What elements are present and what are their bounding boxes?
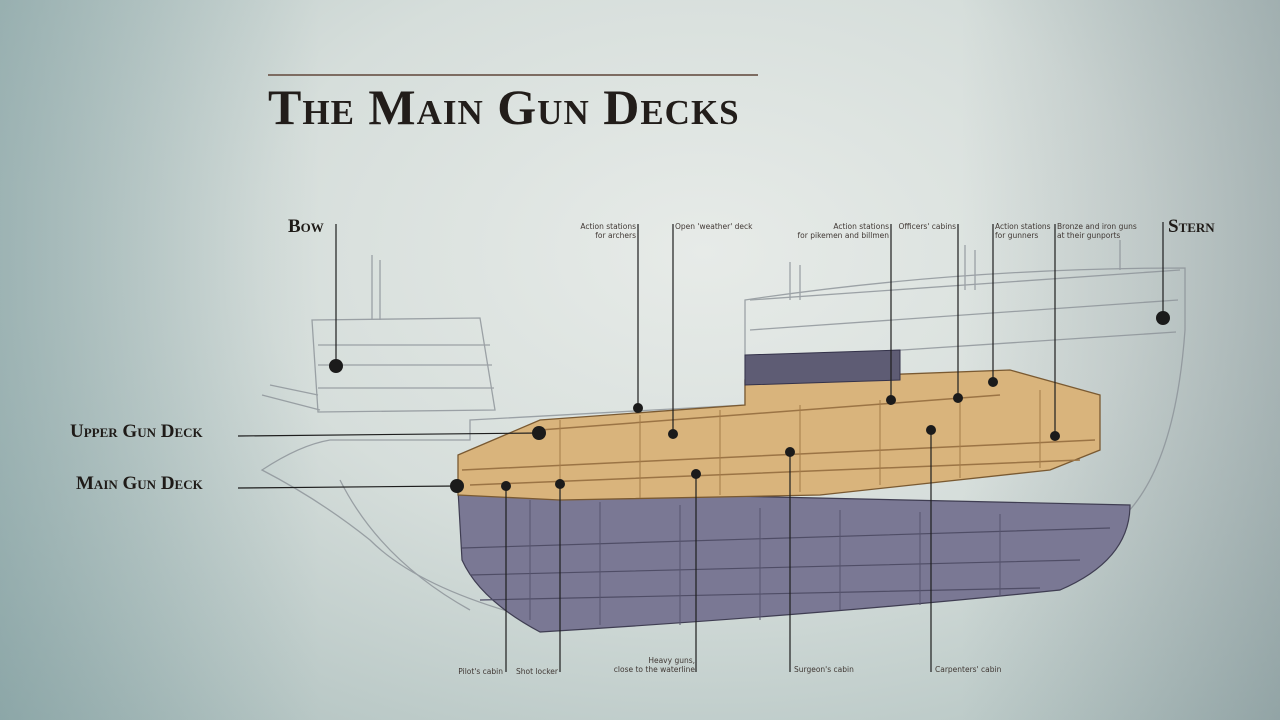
heavy-guns-callout: Heavy guns, close to the waterline: [613, 656, 695, 674]
leader-lines: [237, 222, 1164, 672]
pikemen-marker: [886, 395, 896, 405]
carpenters-callout: Carpenters' cabin: [935, 665, 1002, 674]
weather-deck-marker: [668, 429, 678, 439]
guns-callout: Bronze and iron guns at their gunports: [1057, 222, 1137, 240]
main-gun-deck-marker: [450, 479, 464, 493]
surgeon-marker: [785, 447, 795, 457]
gunners-marker: [988, 377, 998, 387]
bow-marker: [329, 359, 343, 373]
gunners-callout: Action stations for gunners: [995, 222, 1051, 240]
surgeon-callout: Surgeon's cabin: [794, 665, 854, 674]
archers-callout: Action stations for archers: [580, 222, 636, 240]
deck-section: [457, 349, 1101, 501]
carpenters-marker: [926, 425, 936, 435]
main-gun-deck-label: Main Gun Deck: [76, 473, 203, 494]
weather-deck-callout: Open 'weather' deck: [675, 222, 753, 231]
stern-marker: [1156, 311, 1170, 325]
marker-dots: [329, 311, 1170, 493]
pilot-callout: Pilot's cabin: [458, 667, 503, 676]
title-rule: [268, 74, 758, 76]
archers-marker: [633, 403, 643, 413]
shot-callout: Shot locker: [516, 667, 558, 676]
hold-section: [457, 489, 1131, 633]
heavy-guns-marker: [691, 469, 701, 479]
bow-label: Bow: [288, 216, 324, 237]
stern-label: Stern: [1168, 216, 1215, 237]
page-title: The Main Gun Decks: [268, 79, 740, 135]
pikemen-callout: Action stations for pikemen and billmen: [797, 222, 889, 240]
officers-callout: Officers' cabins: [898, 222, 956, 231]
shot-marker: [555, 479, 565, 489]
upper-gun-deck-marker: [532, 426, 546, 440]
upper-gun-deck-label: Upper Gun Deck: [70, 421, 203, 442]
pilot-marker: [501, 481, 511, 491]
guns-marker: [1050, 431, 1060, 441]
officers-marker: [953, 393, 963, 403]
